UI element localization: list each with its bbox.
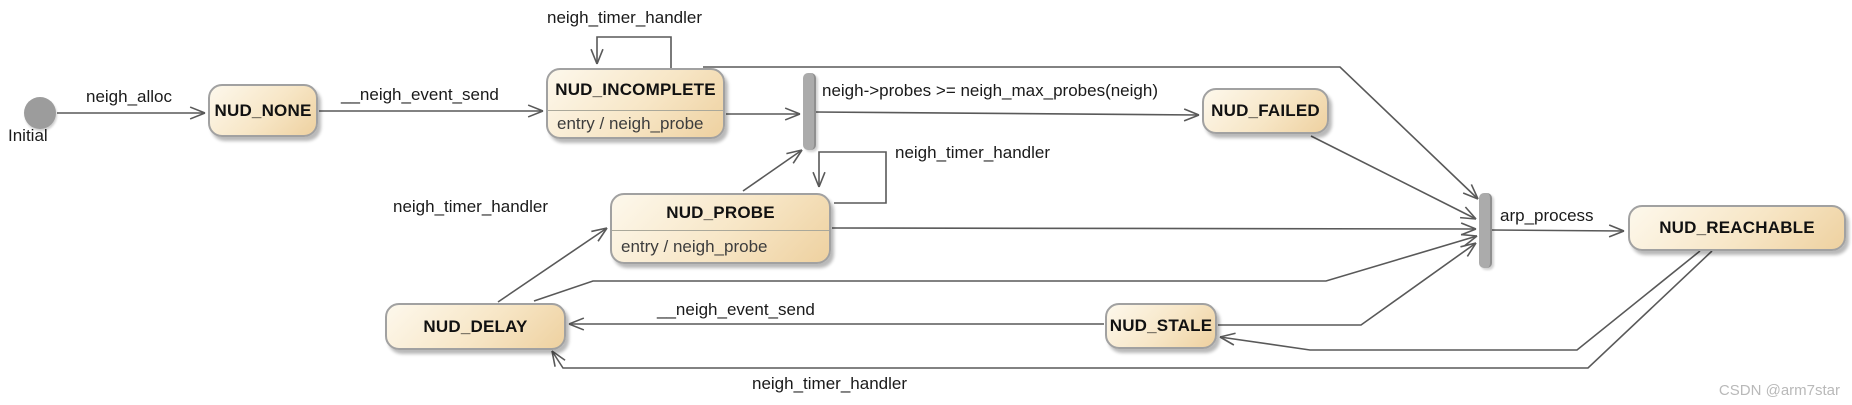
arrowhead-nud-probe-to-choice2 <box>1460 222 1477 230</box>
arrowhead-nud-probe-to-choice1 <box>786 149 803 155</box>
arrowhead-nud-delay-to-choice2 <box>1460 233 1478 237</box>
arrowhead-nud-none-to-nud-incomplete <box>527 104 544 112</box>
transition-label: neigh_alloc <box>86 87 173 106</box>
arrowhead-nud-incomplete-to-choice2 <box>1470 184 1479 200</box>
transition-choice1-to-nud-failed <box>814 111 1200 116</box>
choice-bar-1 <box>803 73 816 150</box>
arrowhead-nud-delay-to-nud-probe <box>597 227 608 242</box>
arrowhead-nud-delay-to-nud-probe <box>591 227 608 233</box>
arrowhead-nud-stale-to-choice2 <box>1460 242 1477 248</box>
arrowhead-nud-reachable-to-nud-stale <box>1219 336 1235 346</box>
watermark-text: CSDN @arm7star <box>1718 382 1840 399</box>
transition-nud-probe-to-choice1 <box>742 149 803 192</box>
arrowhead-nud-incomplete-self-loop <box>590 48 598 65</box>
arrowhead-initial-to-nud-none <box>189 112 206 120</box>
transition-label: __neigh_event_send <box>657 300 815 319</box>
state-nud-reachable: NUD_REACHABLE <box>1628 205 1846 251</box>
arrowhead-nud-probe-to-choice1 <box>792 149 803 164</box>
transition-label: neigh_timer_handler <box>393 197 548 216</box>
choice-bar-2 <box>1479 193 1492 268</box>
arrowhead-initial-to-nud-none <box>189 106 206 114</box>
arrowhead-nud-incomplete-self-loop <box>596 48 604 65</box>
arrowhead-nud-probe-self-loop <box>812 171 820 188</box>
state-nud-stale: NUD_STALE <box>1105 303 1217 349</box>
transition-nud-incomplete-self-loop <box>596 36 672 68</box>
transition-label: neigh_timer_handler <box>752 374 907 393</box>
transition-label: neigh_timer_handler <box>547 8 702 27</box>
transition-nud-reachable-to-nud-delay <box>551 250 1713 369</box>
arrowhead-nud-failed-to-choice2 <box>1459 216 1477 220</box>
arrowhead-nud-failed-to-choice2 <box>1464 206 1477 220</box>
state-title: NUD_FAILED <box>1211 101 1320 120</box>
state-nud-failed: NUD_FAILED <box>1202 88 1329 134</box>
transition-label: neigh_timer_handler <box>895 143 1050 162</box>
state-title: NUD_INCOMPLETE <box>555 80 716 99</box>
arrowhead-choice2-to-nud-reachable <box>1608 224 1625 232</box>
state-nud-delay: NUD_DELAY <box>385 303 566 350</box>
arrowhead-nud-delay-to-choice2 <box>1463 235 1478 247</box>
state-entry-action: entry / neigh_probe <box>612 230 829 262</box>
state-title: NUD_PROBE <box>666 202 775 222</box>
transition-choice2-to-nud-reachable <box>1490 229 1625 232</box>
state-entry-action: entry / neigh_probe <box>548 110 723 137</box>
arrowhead-nud-reachable-to-nud-delay <box>551 350 566 361</box>
arrowhead-nud-stale-to-nud-delay <box>568 323 585 331</box>
transition-nud-stale-to-choice2 <box>1218 242 1477 326</box>
state-title: NUD_DELAY <box>423 316 528 336</box>
arrowhead-nud-reachable-to-nud-delay <box>551 350 556 367</box>
arrowhead-nud-incomplete-to-choice2 <box>1462 192 1479 200</box>
initial-state-icon <box>24 97 56 129</box>
state-title: NUD_NONE <box>214 100 312 120</box>
arrowhead-nud-probe-self-loop <box>818 171 826 188</box>
state-title: NUD_STALE <box>1109 316 1213 335</box>
arrowhead-choice1-to-nud-failed <box>1183 114 1200 122</box>
arrowhead-nud-none-to-nud-incomplete <box>527 110 544 118</box>
transition-nud-incomplete-to-choice2 <box>703 66 1479 200</box>
transition-nud-probe-to-choice2 <box>831 227 1477 230</box>
initial-state-label: Initial <box>8 126 48 145</box>
transition-label: arp_process <box>1500 206 1594 225</box>
transition-nud-delay-to-nud-probe <box>497 227 608 303</box>
arrowhead-nud-incomplete-to-choice1 <box>784 113 801 121</box>
arrowhead-nud-stale-to-nud-delay <box>568 317 585 325</box>
transition-label: __neigh_event_send <box>341 85 499 104</box>
transition-label: neigh->probes >= neigh_max_probes(neigh) <box>822 81 1158 100</box>
arrowhead-nud-incomplete-to-choice1 <box>784 107 801 115</box>
state-nud-none: NUD_NONE <box>208 84 318 137</box>
transition-nud-delay-to-choice2 <box>533 235 1478 302</box>
state-title: NUD_REACHABLE <box>1659 218 1815 237</box>
transition-nud-failed-to-choice2 <box>1310 135 1477 220</box>
transition-nud-reachable-to-nud-stale <box>1219 250 1701 351</box>
arrowhead-nud-reachable-to-nud-stale <box>1219 332 1236 338</box>
arrowhead-choice1-to-nud-failed <box>1183 108 1200 116</box>
arrowhead-nud-stale-to-choice2 <box>1466 242 1477 257</box>
arrowhead-nud-probe-to-choice2 <box>1460 228 1477 236</box>
transition-nud-probe-self-loop <box>818 151 887 204</box>
arrowhead-choice2-to-nud-reachable <box>1608 230 1625 238</box>
